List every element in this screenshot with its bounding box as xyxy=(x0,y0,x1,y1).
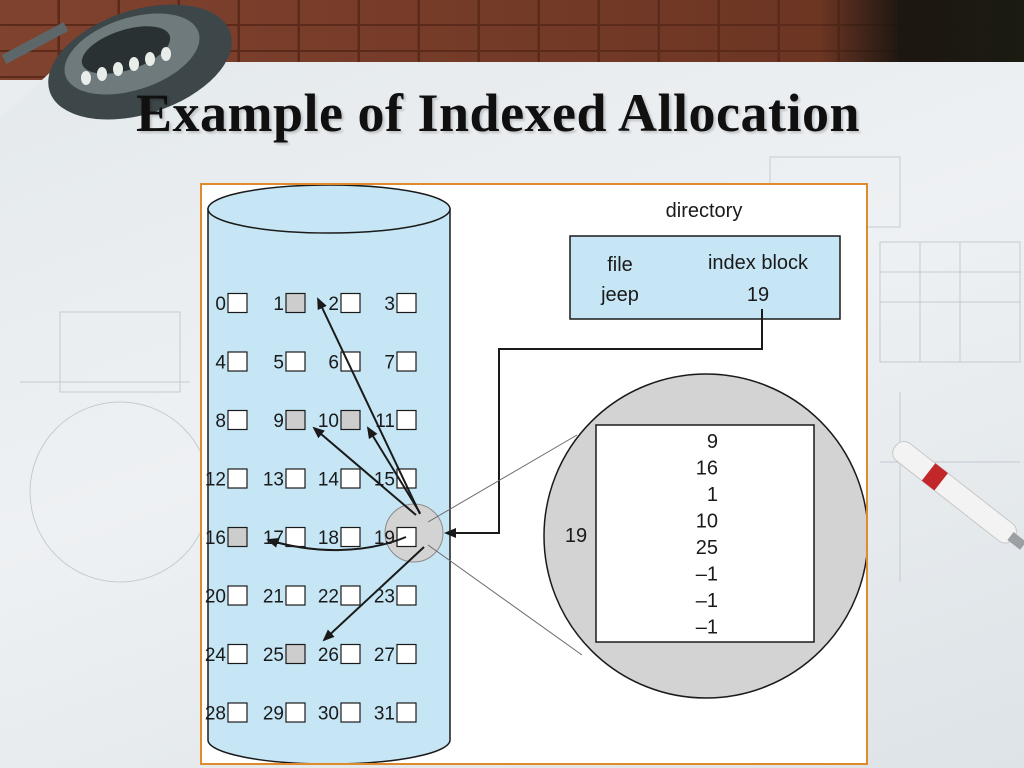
directory-index-header: index block xyxy=(708,252,809,274)
disk-block-14 xyxy=(340,468,361,489)
disk-block-13 xyxy=(285,468,306,489)
disk-block-label: 0 xyxy=(215,294,226,315)
disk-block-label: 7 xyxy=(384,353,395,374)
disk-block-20 xyxy=(227,585,248,606)
disk-block-label: 19 xyxy=(374,528,395,549)
disk-block-label: 4 xyxy=(215,353,226,374)
disk-block-label: 3 xyxy=(384,294,395,315)
disk-block-1 xyxy=(285,292,306,314)
index-entry: –1 xyxy=(696,590,718,612)
disk-block-31 xyxy=(396,702,417,723)
disk-block-2 xyxy=(340,292,361,314)
block-pointer-arrows xyxy=(266,297,425,642)
arrow-to-block-9 xyxy=(312,426,417,516)
disk-block-0 xyxy=(227,292,248,314)
disk-block-label: 26 xyxy=(318,645,339,666)
disk-block-11 xyxy=(396,409,417,431)
disk-block-18 xyxy=(340,526,361,548)
index-entry: 25 xyxy=(696,537,718,559)
disk-block-label: 30 xyxy=(318,704,339,725)
desk-lamp-decoration xyxy=(1,4,232,120)
disk-block-16 xyxy=(227,526,248,548)
disk-block-label: 25 xyxy=(263,645,284,666)
index-block-number-label: 19 xyxy=(565,525,587,547)
disk-block-label: 27 xyxy=(374,645,395,666)
magnifier-guide-bottom xyxy=(427,544,583,656)
disk-block-3 xyxy=(396,292,417,314)
disk-block-label: 10 xyxy=(318,411,339,432)
directory-index-block-value: 19 xyxy=(747,284,769,306)
disk-block-30 xyxy=(340,702,361,723)
disk-block-24 xyxy=(227,643,248,665)
disk-block-label: 28 xyxy=(205,704,226,725)
index-block-table xyxy=(595,424,815,643)
disk-block-10 xyxy=(340,409,361,431)
disk-block-25 xyxy=(285,643,306,665)
directory-file-name: jeep xyxy=(600,284,639,306)
disk-block-label: 6 xyxy=(328,353,339,374)
index-block-entries: 9 16 1 10 25 –1 –1 –1 xyxy=(696,431,718,639)
disk-block-label: 20 xyxy=(205,587,226,608)
disk-block-label: 31 xyxy=(374,704,395,725)
index-entry: 1 xyxy=(707,484,718,506)
disk-block-label: 17 xyxy=(263,528,284,549)
arrow-to-block-1 xyxy=(317,297,421,515)
disk-block-label: 22 xyxy=(318,587,339,608)
slide-title: Example of Indexed Allocation xyxy=(136,83,861,143)
disk-block-label: 15 xyxy=(374,470,395,491)
disk-block-27 xyxy=(396,643,417,665)
disk-block-17 xyxy=(285,526,306,548)
disk-block-label: 14 xyxy=(318,470,340,491)
disk-block-label: 2 xyxy=(328,294,339,315)
disk-block-7 xyxy=(396,351,417,372)
disk-block-label: 21 xyxy=(263,587,284,608)
disk-block-label: 12 xyxy=(205,470,226,491)
arrow-to-block-16 xyxy=(266,536,407,552)
disk-block-8 xyxy=(227,409,248,431)
disk-block-21 xyxy=(285,585,306,606)
directory-to-index-block-arrow xyxy=(444,309,763,538)
disk-block-23 xyxy=(396,585,417,606)
disk-block-29 xyxy=(285,702,306,723)
disk-block-19 xyxy=(396,526,417,548)
disk-block-label: 18 xyxy=(318,528,339,549)
disk-block-label: 5 xyxy=(273,353,284,374)
disk-block-label: 29 xyxy=(263,704,284,725)
arrow-to-block-10 xyxy=(366,426,421,514)
disk-block-label: 11 xyxy=(375,411,395,432)
disk-block-label: 24 xyxy=(205,645,227,666)
arrow-to-block-25 xyxy=(322,546,425,642)
disk-cylinder xyxy=(207,185,451,763)
directory-label: directory xyxy=(666,200,743,222)
disk-block-label: 13 xyxy=(263,470,284,491)
disk-block-26 xyxy=(340,643,361,665)
index-entry: 9 xyxy=(707,431,718,453)
disk-block-28 xyxy=(227,702,248,723)
disk-block-label: 9 xyxy=(273,411,284,432)
disk-block-label: 1 xyxy=(273,294,284,315)
disk-block-label: 16 xyxy=(205,528,226,549)
index-entry: 10 xyxy=(696,511,718,533)
disk-block-label: 8 xyxy=(215,411,226,432)
directory-file-header: file xyxy=(607,254,633,276)
index-entry: –1 xyxy=(696,564,718,586)
disk-block-label: 23 xyxy=(374,587,395,608)
directory-table xyxy=(569,235,841,320)
disk-block-4 xyxy=(227,351,248,372)
disk-block-5 xyxy=(285,351,306,372)
disk-block-12 xyxy=(227,468,248,489)
index-entry: –1 xyxy=(696,617,718,639)
index-entry: 16 xyxy=(696,458,718,480)
blueprint-sketch xyxy=(20,156,1021,583)
disk-block-9 xyxy=(285,409,306,431)
disk-block-22 xyxy=(340,585,361,606)
magnifier-guide-top xyxy=(427,434,578,523)
